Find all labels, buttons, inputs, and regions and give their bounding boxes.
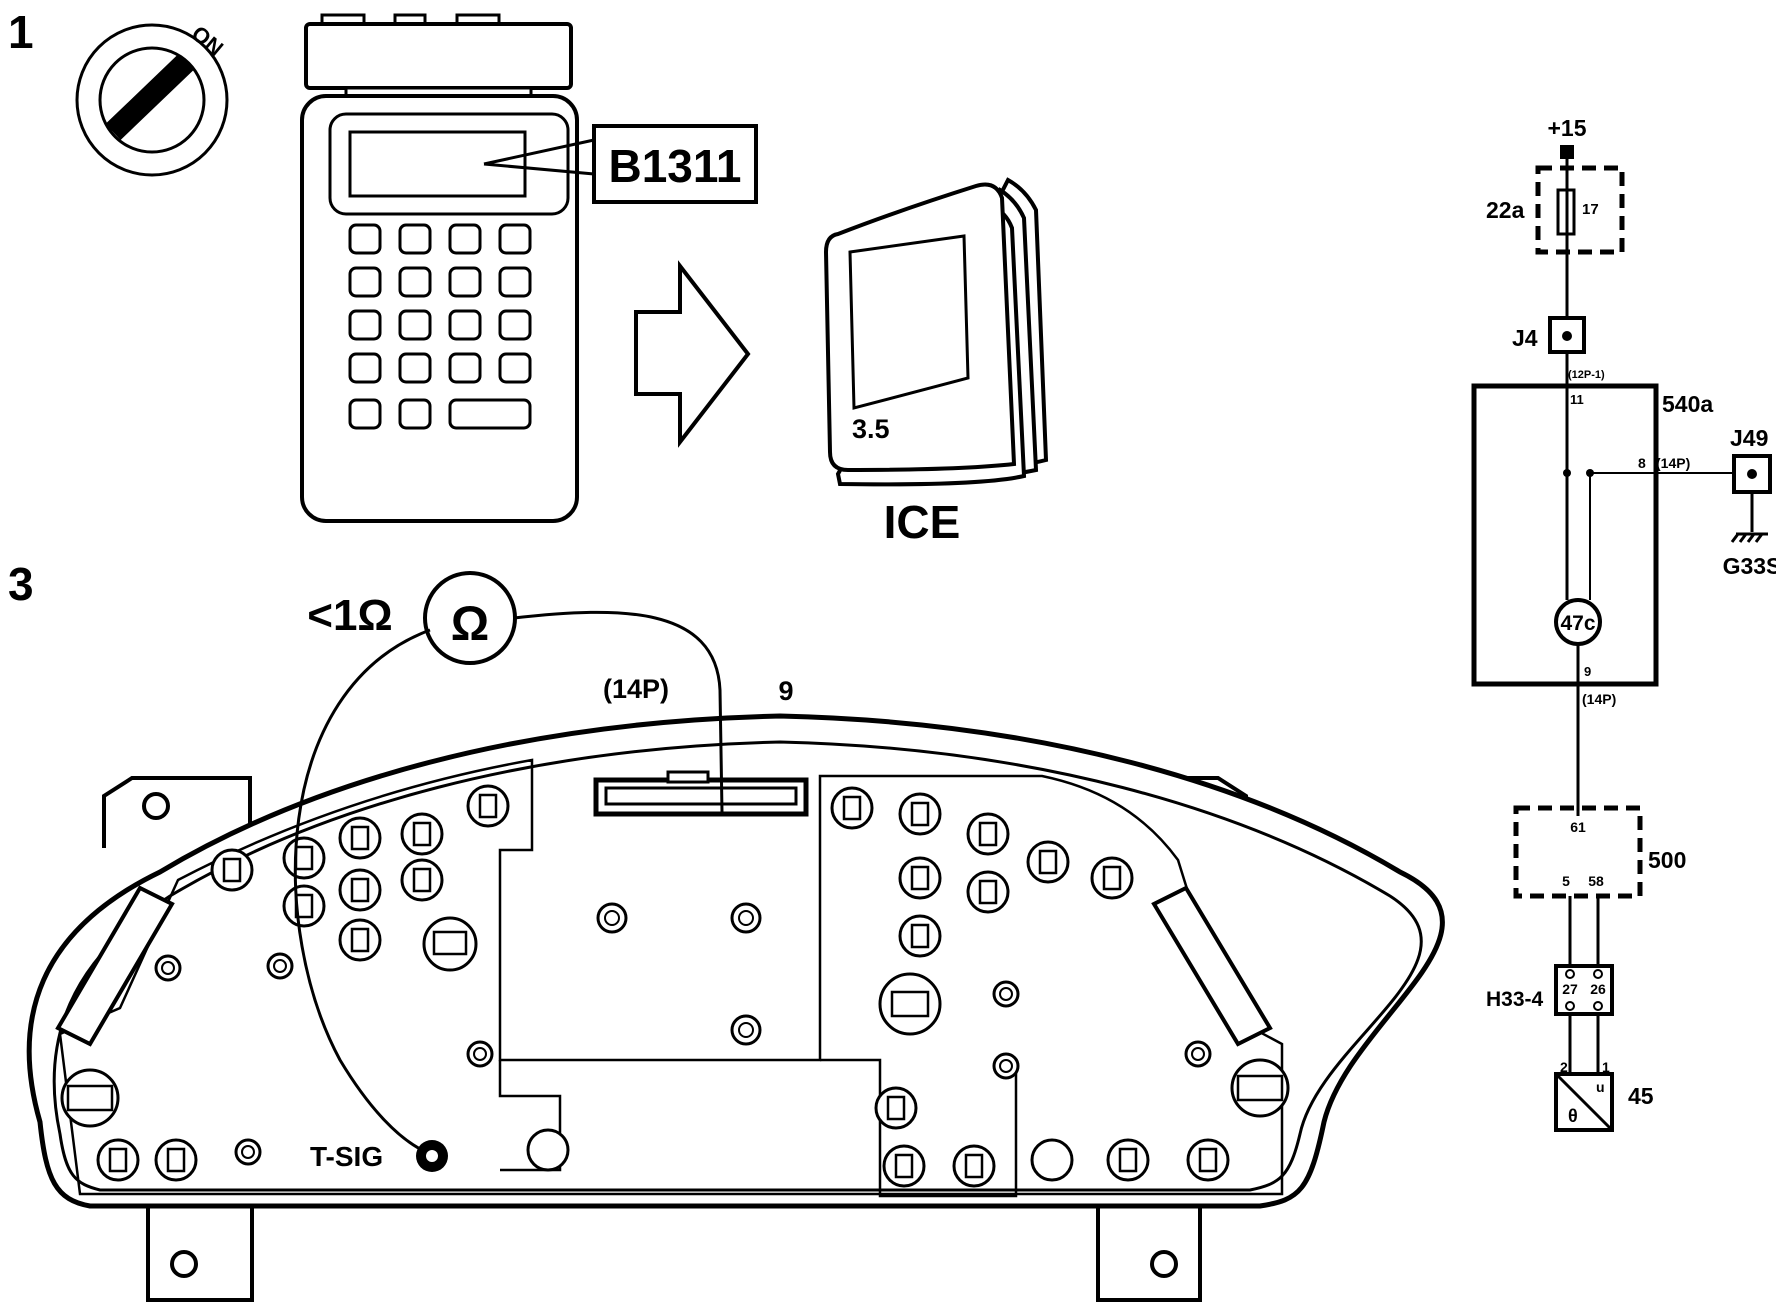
connector-j4-label: J4 <box>1512 325 1538 351</box>
connector-12p1-label: (12P-1) <box>1568 369 1605 381</box>
manual-book-icon <box>823 177 1049 487</box>
connector-j49-label: J49 <box>1730 425 1768 451</box>
sensor-pin-2-label: 2 <box>1560 1059 1568 1075</box>
test-lead-to-connector <box>513 610 724 813</box>
sensor-pin-1-label: 1 <box>1602 1059 1610 1075</box>
pin-9-label: 9 <box>1584 664 1591 679</box>
ground-g33s-label: G33S <box>1723 553 1776 579</box>
supply-plus15-label: +15 <box>1547 115 1586 141</box>
connector-14p-bottom-label: (14P) <box>1582 691 1616 707</box>
sensor-u-label: u <box>1596 1079 1605 1095</box>
ignition-on-label: ON <box>187 21 228 61</box>
manual-title: ICE <box>884 496 961 548</box>
t-sig-label: T-SIG <box>310 1141 383 1172</box>
sensor-theta-label: θ <box>1568 1106 1578 1126</box>
instrument-cluster-rear <box>26 713 1445 1302</box>
fault-code-box <box>592 124 758 204</box>
ecu-500-label: 500 <box>1648 847 1686 873</box>
h33-pin-26-label: 26 <box>1590 981 1606 997</box>
step-number-3: 3 <box>8 558 34 610</box>
connector-h33-4-label: H33-4 <box>1486 988 1544 1011</box>
connector-label-14p: (14P) <box>603 674 669 704</box>
fault-code-callout-pointer <box>483 138 595 176</box>
connector-14p-top-label: (14P) <box>1656 455 1690 471</box>
ohmmeter-symbol: Ω <box>451 598 489 651</box>
next-step-arrow-icon <box>634 260 751 448</box>
manual-section-number: 3.5 <box>852 414 890 444</box>
ignition-switch-icon: ON <box>75 21 229 177</box>
fault-code: B1311 <box>608 140 741 192</box>
ecu-pin-5-label: 5 <box>1562 873 1570 889</box>
wiring-schematic <box>1471 145 1772 1132</box>
pin-11-label: 11 <box>1570 392 1584 407</box>
module-540a-label: 540a <box>1662 391 1713 417</box>
fuse-box-22a-label: 22a <box>1486 197 1525 223</box>
sensor-45-label: 45 <box>1628 1083 1654 1109</box>
ecu-pin-58-label: 58 <box>1588 873 1604 889</box>
fuse-17-label: 17 <box>1582 201 1599 218</box>
connector-pin-9: 9 <box>778 676 793 706</box>
scan-tool-icon <box>300 13 579 523</box>
component-47c-label: 47c <box>1560 612 1595 635</box>
ecu-pin-61-label: 61 <box>1570 819 1586 835</box>
resistance-spec: <1Ω <box>307 591 392 640</box>
test-lead-to-t-sig <box>293 628 431 1154</box>
pin-8-label: 8 <box>1638 455 1646 471</box>
step-number-1: 1 <box>8 6 34 58</box>
h33-pin-27-label: 27 <box>1562 981 1578 997</box>
